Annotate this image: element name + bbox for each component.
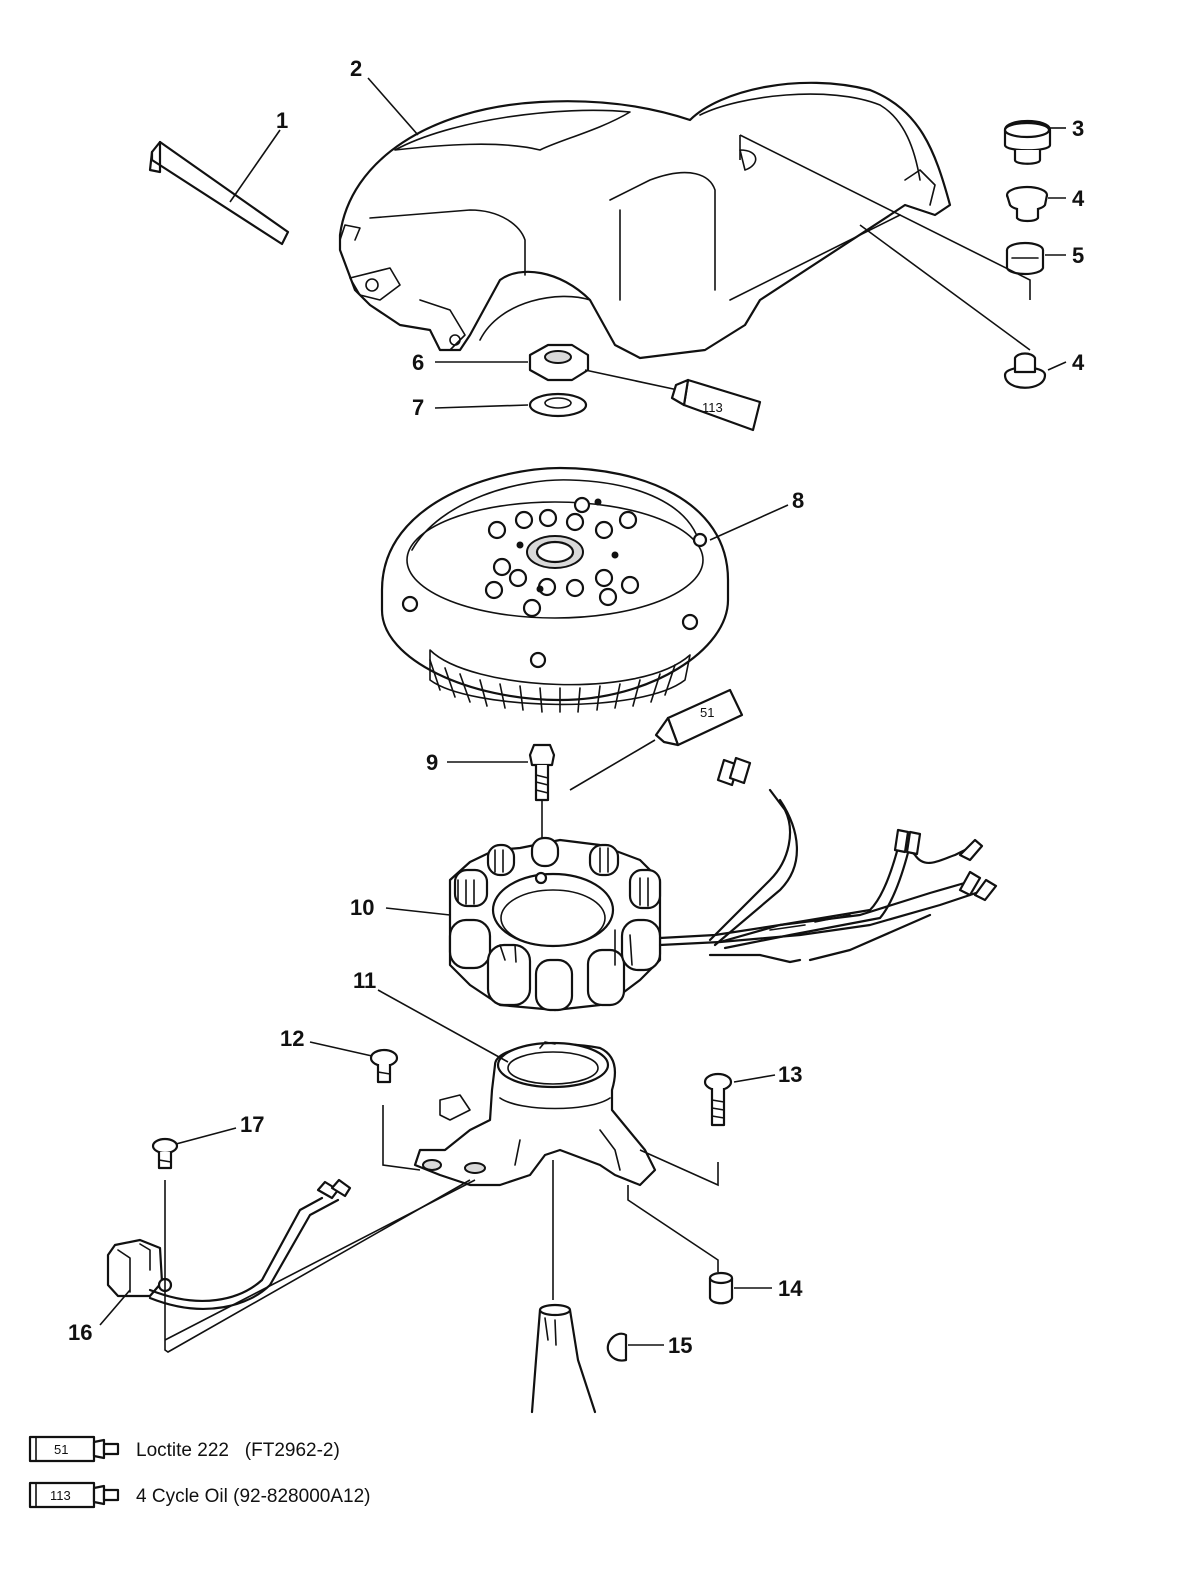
part-10-stator (448, 836, 662, 1012)
callout-7: 7 (412, 395, 424, 420)
legend-code-loctite: 51 (54, 1442, 68, 1457)
callout-5: 5 (1072, 243, 1084, 268)
legend-code-oil: 113 (50, 1488, 71, 1503)
part-1-hex-key (148, 140, 290, 246)
callout-leaders (99, 77, 1067, 1346)
callout-1: 1 (276, 108, 288, 133)
part-16-trigger-module (106, 1178, 352, 1310)
part-4-grommet-lower (1003, 352, 1047, 389)
callout-17: 17 (240, 1112, 264, 1137)
assembly-line-cover-2 (739, 135, 1031, 351)
callout-10: 10 (350, 895, 374, 920)
legend-text-loctite: Loctite 222 (FT2962-2) (136, 1440, 340, 1461)
part-5-bushing (1005, 241, 1045, 276)
part-8-flywheel (380, 466, 730, 713)
callout-6: 6 (412, 350, 424, 375)
part-2-flywheel-cover (338, 81, 952, 360)
crankshaft (530, 1160, 597, 1414)
assembly-line-14 (627, 1185, 719, 1272)
part-12-screw (369, 1048, 399, 1084)
part-4-grommet-upper (1005, 185, 1049, 223)
oil-tube-code: 113 (702, 400, 723, 415)
legend-text-oil: 4 Cycle Oil (92-828000A12) (136, 1486, 370, 1507)
callout-12: 12 (280, 1026, 304, 1051)
callout-2: 2 (350, 56, 362, 81)
part-6-nut (528, 343, 590, 382)
assembly-line-12 (382, 1105, 421, 1171)
legend: 51 Loctite 222 (FT2962-2) 113 4 Cycle Oi… (28, 1435, 370, 1509)
legend-item-oil: 113 4 Cycle Oil (92-828000A12) (28, 1481, 370, 1509)
callout-11: 11 (353, 968, 376, 993)
assembly-line-cover (739, 134, 1031, 300)
callout-numbers: 1 2 3 4 5 4 6 7 8 9 10 11 12 13 14 15 16… (68, 56, 1085, 1358)
callout-9: 9 (426, 750, 438, 775)
callout-8: 8 (792, 488, 804, 513)
callout-14: 14 (778, 1276, 803, 1301)
callout-4-lower: 4 (1072, 350, 1085, 375)
callout-3: 3 (1072, 116, 1084, 141)
callout-16: 16 (68, 1320, 92, 1345)
stator-wire-harness (658, 756, 998, 964)
assembly-line-16b (164, 1179, 476, 1341)
legend-item-loctite: 51 Loctite 222 (FT2962-2) (28, 1435, 340, 1463)
part-7-washer (528, 392, 588, 418)
callout-4-upper: 4 (1072, 186, 1085, 211)
loctite-tube-51: 51 (569, 688, 744, 791)
oil-tube-113: 113 (584, 369, 762, 432)
callout-13: 13 (778, 1062, 802, 1087)
part-14-bushing (708, 1271, 734, 1305)
part-3-cap (1003, 120, 1052, 165)
assembly-line-13 (639, 1149, 719, 1187)
assembly-line-16 (164, 1179, 471, 1353)
part-11-stator-mount (413, 1041, 657, 1187)
loctite-tube-code: 51 (700, 705, 714, 720)
part-17-screw (151, 1137, 179, 1170)
part-15-woodruff-key (606, 1332, 628, 1362)
part-13-screw (703, 1072, 733, 1127)
callout-15: 15 (668, 1333, 692, 1358)
